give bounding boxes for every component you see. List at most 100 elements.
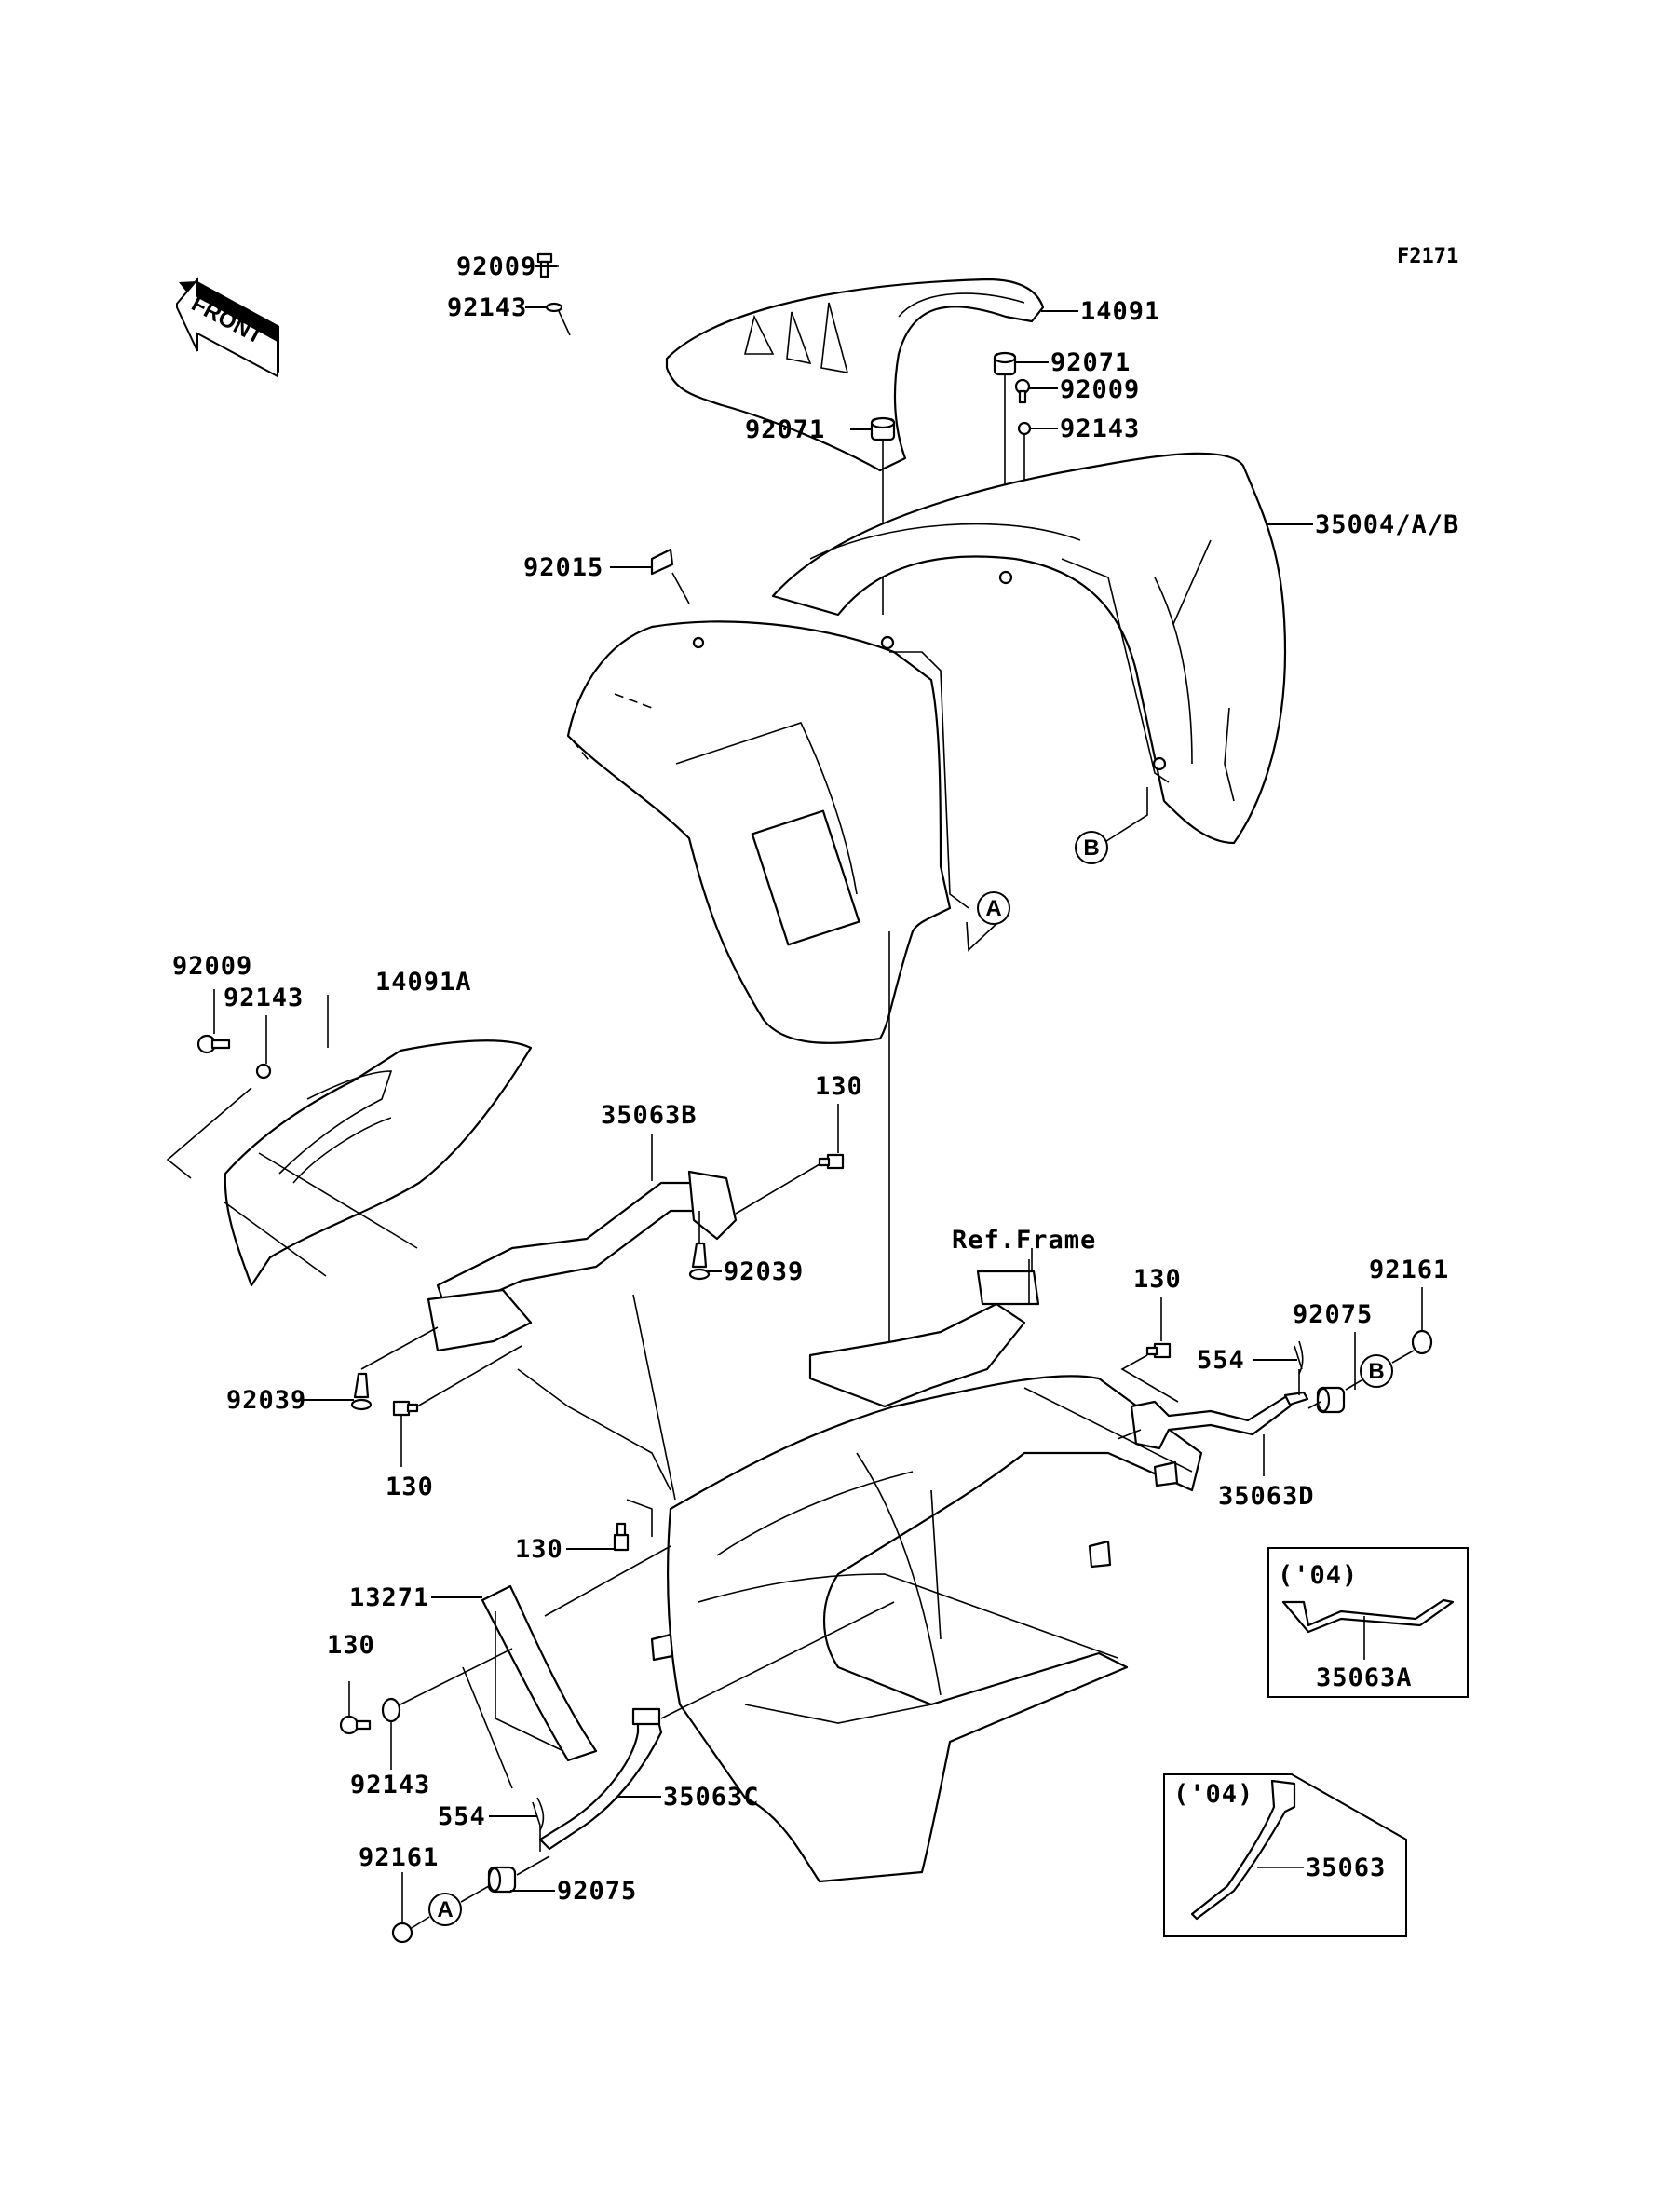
screw-icon [196, 1034, 231, 1054]
svg-text:92009: 92009 [456, 252, 536, 281]
svg-text:130: 130 [515, 1535, 563, 1564]
svg-text:14091A: 14091A [375, 968, 472, 997]
svg-text:92009: 92009 [1060, 375, 1140, 404]
bolt-icon [613, 1522, 630, 1552]
brace-35063d [1130, 1391, 1309, 1450]
svg-text:92143: 92143 [224, 984, 304, 1012]
svg-text:92075: 92075 [557, 1877, 637, 1906]
ref-marker-b: B [1075, 831, 1108, 864]
part-label-35063d[interactable]: 35063D [1218, 1482, 1315, 1511]
grommet-icon [1316, 1386, 1346, 1414]
svg-text:('04): ('04) [1173, 1780, 1253, 1809]
inset-04-35063a: ('04) 35063A [1267, 1547, 1469, 1698]
svg-text:A: A [437, 1897, 453, 1922]
part-label-92039-right[interactable]: 92039 [708, 1257, 804, 1286]
part-label-92161-right[interactable]: 92161 [1369, 1256, 1449, 1284]
svg-text:554: 554 [438, 1802, 486, 1831]
push-rivet-icon [350, 1372, 373, 1411]
svg-text:35004/A/B: 35004/A/B [1315, 510, 1459, 539]
svg-text:92039: 92039 [724, 1257, 804, 1286]
svg-text:35063D: 35063D [1218, 1482, 1315, 1511]
washer-icon [381, 1697, 401, 1723]
part-label-130-frame[interactable]: 130 [515, 1535, 615, 1564]
part-label-92009-right[interactable]: 92009 [1029, 375, 1140, 404]
bolt-icon [818, 1153, 845, 1170]
cotter-pin-icon [1294, 1340, 1304, 1375]
part-label-92015[interactable]: 92015 [523, 553, 652, 582]
svg-text:130: 130 [386, 1473, 434, 1501]
part-label-554-lower[interactable]: 554 [438, 1802, 537, 1831]
part-label-92071-center[interactable]: 92071 [745, 415, 871, 444]
figure-code: F2171 [1397, 245, 1458, 268]
bolt-icon [1145, 1342, 1172, 1359]
part-label-130-mid[interactable]: 130 [386, 1473, 434, 1501]
svg-text:130: 130 [327, 1631, 375, 1660]
part-label-92143-top[interactable]: 92143 [447, 293, 548, 322]
part-label-14091[interactable]: 14091 [1041, 297, 1160, 326]
svg-text:92161: 92161 [359, 1843, 439, 1872]
part-label-92143-lower[interactable]: 92143 [350, 1771, 430, 1799]
screw-icon [1014, 378, 1031, 404]
ref-marker-a: A [428, 1893, 462, 1926]
front-arrow-icon: FRONT [176, 277, 279, 378]
side-cover-14091a [224, 1039, 533, 1287]
rear-cover-14091 [665, 278, 1045, 472]
svg-text:92161: 92161 [1369, 1256, 1449, 1284]
svg-text:92143: 92143 [447, 293, 527, 322]
washer-icon [545, 302, 563, 313]
cotter-pin-icon [532, 1797, 545, 1831]
part-label-92071-right[interactable]: 92071 [1015, 348, 1131, 377]
svg-text:35063C: 35063C [663, 1783, 760, 1812]
frame [650, 1270, 1203, 1883]
svg-text:('04): ('04) [1278, 1561, 1358, 1590]
svg-text:35063B: 35063B [601, 1101, 698, 1130]
part-label-14091a[interactable]: 14091A [327, 968, 472, 1048]
svg-text:92071: 92071 [745, 415, 825, 444]
part-label-ref-frame[interactable]: Ref.Frame [952, 1226, 1096, 1255]
inset-04-35063: ('04) 35063 [1163, 1773, 1407, 1937]
front-fender [566, 620, 969, 1044]
part-label-92161-lower[interactable]: 92161 [359, 1843, 439, 1872]
bolt-icon [339, 1715, 372, 1735]
part-label-92143-left[interactable]: 92143 [224, 984, 304, 1064]
grommet-nut-icon [391, 1922, 413, 1944]
rear-fender-35004 [771, 452, 1287, 845]
svg-text:B: B [1083, 835, 1099, 861]
grommet-icon [993, 351, 1017, 376]
part-label-130-top[interactable]: 130 [815, 1072, 863, 1153]
part-label-35063b[interactable]: 35063B [601, 1101, 698, 1181]
svg-text:92015: 92015 [523, 553, 603, 582]
part-label-92075-right[interactable]: 92075 [1293, 1300, 1373, 1329]
part-label-92039-left[interactable]: 92039 [226, 1386, 354, 1415]
brace-35063c [538, 1707, 663, 1851]
svg-text:A: A [985, 896, 1001, 921]
svg-text:Ref.Frame: Ref.Frame [952, 1226, 1096, 1255]
svg-text:35063: 35063 [1306, 1854, 1386, 1882]
svg-text:92039: 92039 [226, 1386, 306, 1415]
part-label-92009-left[interactable]: 92009 [172, 952, 252, 1034]
grommet-nut-icon [1411, 1329, 1433, 1355]
part-label-92143-right[interactable]: 92143 [1031, 414, 1140, 443]
part-label-35004[interactable]: 35004/A/B [1267, 510, 1459, 539]
svg-text:92143: 92143 [350, 1771, 430, 1799]
svg-text:554: 554 [1197, 1346, 1245, 1375]
part-label-13271[interactable]: 13271 [349, 1583, 482, 1612]
svg-text:130: 130 [815, 1072, 863, 1101]
clip-icon [650, 548, 674, 576]
grommet-icon [870, 416, 896, 441]
part-label-130-right[interactable]: 130 [1133, 1265, 1182, 1294]
svg-text:92009: 92009 [172, 952, 252, 981]
svg-text:92071: 92071 [1050, 348, 1131, 377]
brace-35063b [427, 1170, 738, 1352]
ref-marker-b: B [1360, 1354, 1393, 1388]
svg-text:B: B [1368, 1359, 1384, 1384]
part-label-35063c[interactable]: 35063C [617, 1783, 760, 1812]
svg-text:130: 130 [1133, 1265, 1182, 1294]
part-label-92075-lower[interactable]: 92075 [510, 1877, 637, 1906]
part-label-130-lower[interactable]: 130 [327, 1631, 375, 1660]
screw-icon [536, 252, 553, 278]
part-label-92009-top[interactable]: 92009 [456, 252, 559, 281]
part-label-554-right[interactable]: 554 [1197, 1346, 1297, 1375]
svg-text:35063A: 35063A [1316, 1664, 1413, 1692]
svg-text:13271: 13271 [349, 1583, 429, 1612]
